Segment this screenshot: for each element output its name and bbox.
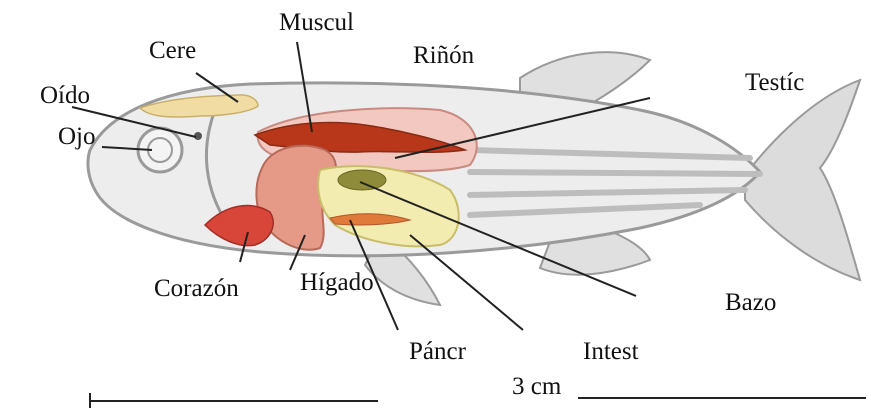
label-muscul: Muscul bbox=[279, 10, 354, 35]
gallbladder bbox=[338, 170, 386, 190]
label-intest: Intest bbox=[583, 339, 639, 364]
label-ojo: Ojo bbox=[58, 124, 96, 149]
tail-fin bbox=[745, 80, 860, 280]
label-higado: Hígado bbox=[300, 270, 374, 295]
label-corazon: Corazón bbox=[154, 276, 239, 301]
label-testic: Testíc bbox=[745, 70, 804, 95]
label-oido: Oído bbox=[40, 83, 90, 108]
label-rinon: Riñón bbox=[413, 43, 474, 68]
label-bazo: Bazo bbox=[725, 290, 776, 315]
label-pancr: Páncr bbox=[409, 339, 466, 364]
scale-bar bbox=[90, 393, 866, 408]
scale-bar-label: 3 cm bbox=[512, 374, 561, 399]
label-cere: Cere bbox=[149, 38, 196, 63]
